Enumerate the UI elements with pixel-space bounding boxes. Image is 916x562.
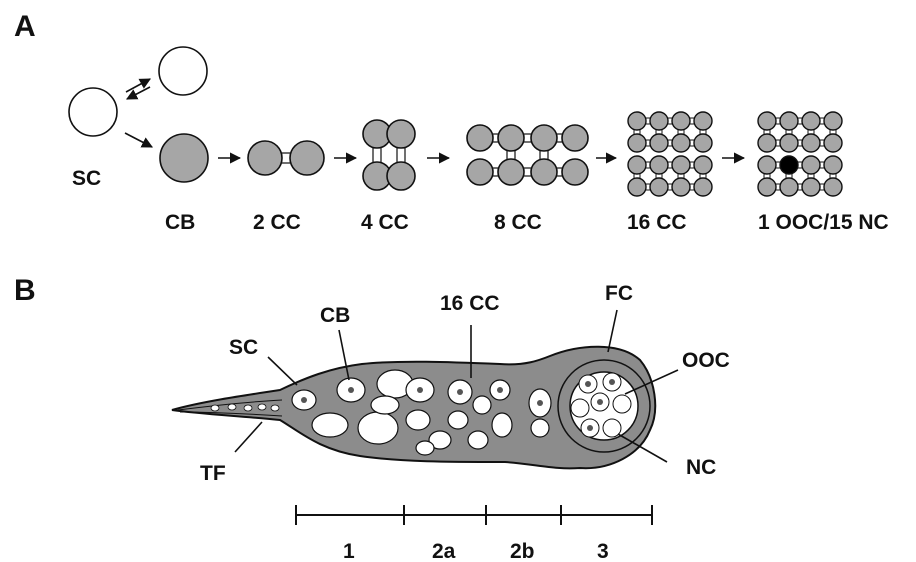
label-b-16cc: 16 CC — [440, 292, 500, 315]
label-cb: CB — [165, 211, 195, 234]
cyst-cell — [780, 178, 798, 196]
label-16cc: 16 CC — [627, 211, 687, 234]
cyst-cell — [628, 178, 646, 196]
two-cell-cyst — [248, 141, 324, 175]
sixteen-cell-cyst — [628, 112, 712, 196]
cyst-cell — [758, 178, 776, 196]
cyst-cell — [758, 134, 776, 152]
cyst-cell — [802, 112, 820, 130]
cyst-cell — [628, 156, 646, 174]
cyst-cell — [650, 134, 668, 152]
cyst-cell — [824, 156, 842, 174]
cyst-cell — [824, 134, 842, 152]
cyst-cell — [672, 112, 690, 130]
cyst-cell — [694, 156, 712, 174]
label-b-sc: SC — [229, 336, 258, 359]
cyst-cell — [802, 156, 820, 174]
cyst-cell — [780, 112, 798, 130]
region-label-1: 1 — [343, 540, 355, 562]
oocyte-nurse-cell-cyst — [758, 112, 842, 196]
cyst-cell — [650, 112, 668, 130]
label-ooc-nc: 1 OOC/15 NC — [758, 211, 889, 234]
panel-a-letter: A — [14, 10, 36, 43]
cyst-cell — [758, 156, 776, 174]
cyst-cell — [672, 134, 690, 152]
four-cell-cyst — [363, 120, 415, 190]
region-label-3: 3 — [597, 540, 609, 562]
differentiation-arrow — [125, 133, 152, 147]
region-label-2b: 2b — [510, 540, 535, 562]
cyst-cell — [694, 178, 712, 196]
oocyte-cell — [780, 156, 798, 174]
cyst-cell — [802, 178, 820, 196]
cyst-cell — [672, 178, 690, 196]
panel-a: A SC CB 2 CC 4 CC — [14, 10, 889, 234]
panel-b: B — [14, 274, 730, 562]
cyst-cell — [802, 134, 820, 152]
label-b-nc: NC — [686, 456, 716, 479]
cyst-cell — [672, 156, 690, 174]
cyst-cell — [758, 112, 776, 130]
region-scale-bar — [296, 505, 652, 525]
cyst-cell — [628, 134, 646, 152]
label-b-tf: TF — [200, 462, 226, 485]
label-b-ooc: OOC — [682, 349, 730, 372]
cyst-cell — [650, 178, 668, 196]
renewal-arrow-up — [126, 79, 150, 92]
cyst-cell — [694, 134, 712, 152]
cyst-cell — [628, 112, 646, 130]
panel-b-letter: B — [14, 274, 36, 307]
label-b-fc: FC — [605, 282, 633, 305]
cystoblast — [160, 134, 208, 182]
label-b-cb: CB — [320, 304, 350, 327]
region-label-2a: 2a — [432, 540, 456, 562]
cyst-cell — [824, 178, 842, 196]
cyst-cell — [824, 112, 842, 130]
cyst-cell — [780, 134, 798, 152]
eight-cell-cyst — [467, 125, 588, 185]
label-2cc: 2 CC — [253, 211, 301, 234]
label-8cc: 8 CC — [494, 211, 542, 234]
cyst-cell — [694, 112, 712, 130]
stem-cell-daughter — [159, 47, 207, 95]
label-sc: SC — [72, 167, 101, 190]
stem-cell — [69, 88, 117, 136]
label-4cc: 4 CC — [361, 211, 409, 234]
cyst-cell — [650, 156, 668, 174]
